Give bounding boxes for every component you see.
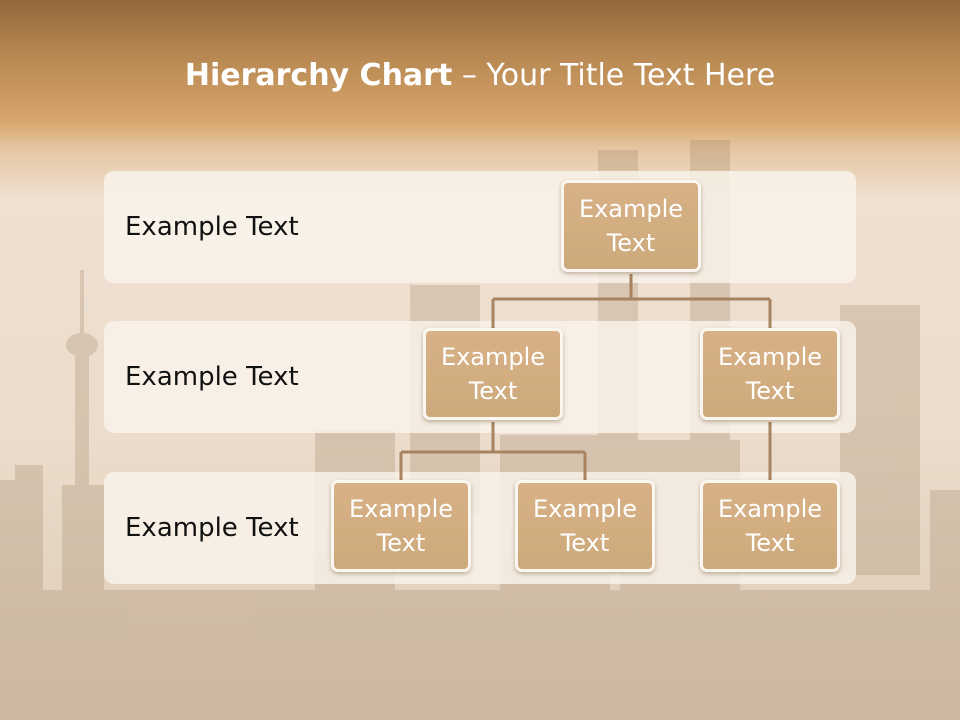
row-band-1: [104, 171, 856, 283]
node-level2-left[interactable]: Example Text: [423, 328, 563, 420]
title-bold: Hierarchy Chart: [184, 58, 453, 93]
row-label-2: Example Text: [125, 362, 299, 392]
slide-title: Hierarchy Chart – Your Title Text Here: [0, 56, 960, 96]
node-level3-right[interactable]: Example Text: [700, 480, 840, 572]
node-level3-middle[interactable]: Example Text: [515, 480, 655, 572]
title-rest: – Your Title Text Here: [452, 58, 776, 93]
node-level2-right[interactable]: Example Text: [700, 328, 840, 420]
node-root[interactable]: Example Text: [561, 180, 701, 272]
row-label-1: Example Text: [125, 212, 299, 242]
row-label-3: Example Text: [125, 513, 299, 543]
node-level3-left[interactable]: Example Text: [331, 480, 471, 572]
